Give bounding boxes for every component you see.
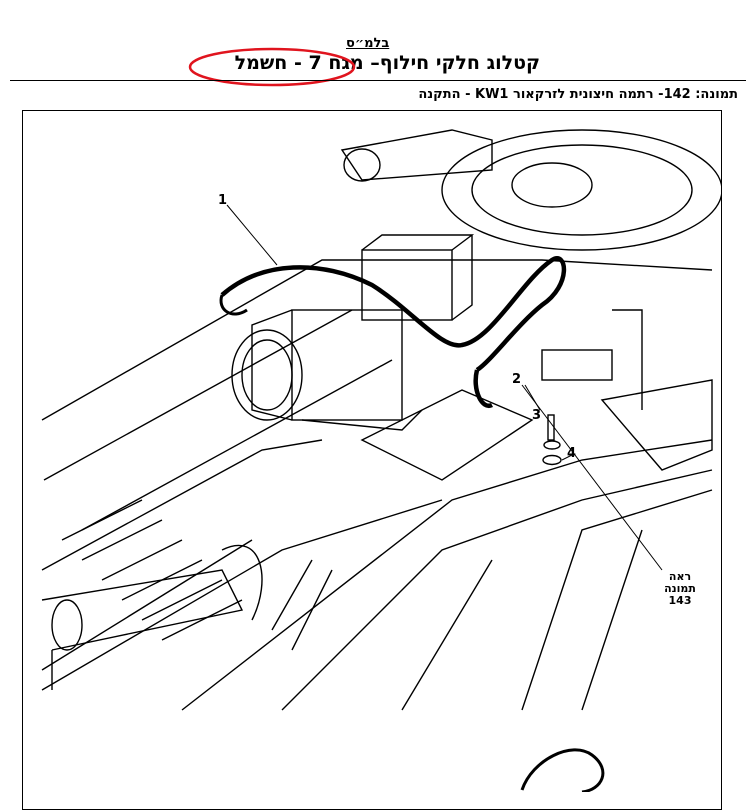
title-sub: – מגח 7 - חשמל [234,52,380,74]
figure-reference: ראה תמונה 143 [654,571,706,607]
reference-line-2: תמונה [664,582,696,595]
document-title: קטלוג חלקי חילוף– מגח 7 - חשמל [180,52,540,74]
callout-4: 4 [567,446,577,461]
reference-line-1: ראה [668,570,692,583]
header-rule [10,80,746,81]
callout-3: 3 [532,408,542,423]
reference-line-3: 143 [668,594,692,607]
title-main: קטלוג חלקי חילוף [379,52,540,74]
callout-1: 1 [218,193,228,208]
figure-caption: תמונה: 142- רתמה חיצונית לזרקאור KW1 - ה… [418,87,738,102]
technical-drawing [41,129,722,792]
classification-label: בלמ״ס [346,36,390,51]
callout-2: 2 [512,372,522,387]
